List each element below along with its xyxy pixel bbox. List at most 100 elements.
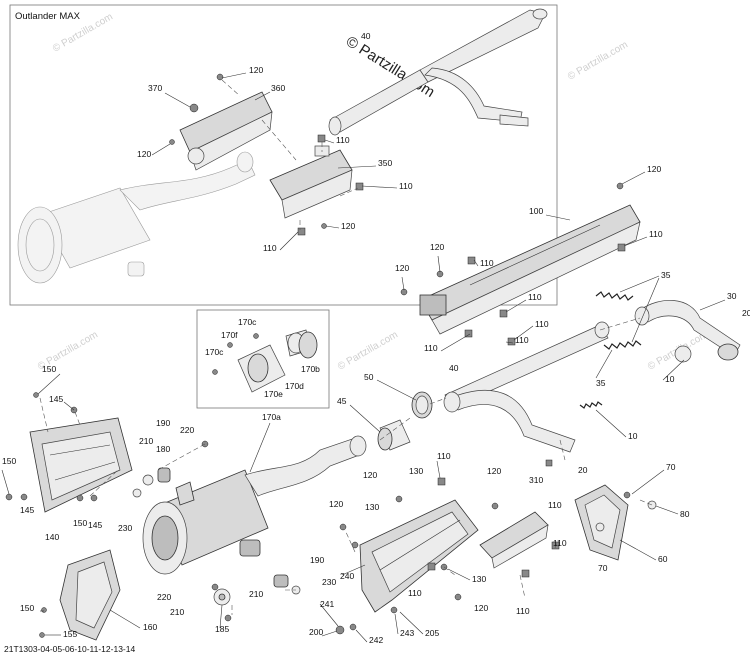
callout-140: 140 xyxy=(45,532,59,542)
callout-150: 150 xyxy=(2,456,16,466)
inset-ghost-muffler xyxy=(17,151,256,284)
callout-120: 120 xyxy=(329,499,343,509)
inset-title: Outlander MAX xyxy=(15,11,81,22)
callout-150: 150 xyxy=(42,364,56,374)
spring-10 xyxy=(579,401,603,409)
callout-210: 210 xyxy=(170,607,184,617)
callout-370: 370 xyxy=(148,83,162,93)
callout-35: 35 xyxy=(596,378,606,388)
bracket-310 xyxy=(479,459,560,578)
inset-dashed-lines xyxy=(221,79,359,230)
callout-180: 180 xyxy=(156,444,170,454)
inset-heat-shield-350 xyxy=(269,145,353,219)
callout-120: 120 xyxy=(249,65,263,75)
callout-220: 220 xyxy=(180,425,194,435)
callout-360: 360 xyxy=(271,83,285,93)
heat-shield-60 xyxy=(574,484,657,561)
diagram-code: 21T1303-04-05-06-10-11-12-13-14 xyxy=(4,644,135,654)
callout-170c: 170c xyxy=(238,317,257,327)
callout-120: 120 xyxy=(474,603,488,613)
callout-170a: 170a xyxy=(262,412,281,422)
callout-120: 120 xyxy=(137,149,151,159)
callout-230: 230 xyxy=(322,577,336,587)
callout-150: 150 xyxy=(20,603,34,613)
detail-170-parts xyxy=(212,329,318,393)
inset-frame-outlander-max xyxy=(9,4,558,306)
gasket-45 xyxy=(377,419,411,451)
inset-heat-shield-360 xyxy=(179,91,273,171)
callout-110: 110 xyxy=(263,243,277,253)
detail-frame-170 xyxy=(196,309,330,409)
callout-80: 80 xyxy=(680,509,690,519)
callout-10: 10 xyxy=(628,431,638,441)
callout-185: 185 xyxy=(215,624,229,634)
callout-243: 243 xyxy=(400,628,414,638)
callout-110: 110 xyxy=(528,292,542,302)
callout-230: 230 xyxy=(118,523,132,533)
callout-242: 242 xyxy=(369,635,383,645)
callout-241: 241 xyxy=(320,599,334,609)
heat-shield-240 xyxy=(359,499,479,613)
watermark-2: © Partzilla.com xyxy=(566,39,630,82)
callout-70: 70 xyxy=(598,563,608,573)
clamp-50 xyxy=(411,391,433,419)
callout-145: 145 xyxy=(20,505,34,515)
callout-60: 60 xyxy=(658,554,668,564)
callout-110: 110 xyxy=(535,319,549,329)
callout-130: 130 xyxy=(472,574,486,584)
callout-170d: 170d xyxy=(285,381,304,391)
mid-pipe-40 xyxy=(443,321,610,453)
heat-shield-240-fasteners xyxy=(335,477,462,635)
callout-220: 220 xyxy=(157,592,171,602)
callout-30: 30 xyxy=(727,291,737,301)
watermark-4: © Partzilla.com xyxy=(336,329,400,372)
leader-lines xyxy=(1,72,726,643)
callout-160: 160 xyxy=(143,622,157,632)
callout-350: 350 xyxy=(378,158,392,168)
callout-205: 205 xyxy=(425,628,439,638)
callout-110: 110 xyxy=(408,588,422,598)
callout-labels: 120 370 360 40 110 120 350 110 120 110 120 100 110 12… xyxy=(2,31,750,645)
callout-170b: 170b xyxy=(301,364,320,374)
callout-120: 120 xyxy=(341,221,355,231)
callout-110: 110 xyxy=(515,335,529,345)
inset-header-pipe xyxy=(328,8,548,136)
callout-110: 110 xyxy=(399,181,413,191)
callout-100: 100 xyxy=(529,206,543,216)
callout-120: 120 xyxy=(395,263,409,273)
callout-310: 310 xyxy=(529,475,543,485)
heat-shield-100-fasteners xyxy=(400,182,626,346)
callout-110: 110 xyxy=(553,538,567,548)
callout-50: 50 xyxy=(364,372,374,382)
callout-120: 120 xyxy=(430,242,444,252)
callout-210: 210 xyxy=(249,589,263,599)
callout-190: 190 xyxy=(156,418,170,428)
main-dashed-lines xyxy=(39,317,653,615)
heat-shield-140-fasteners xyxy=(5,392,98,502)
callout-45: 45 xyxy=(337,396,347,406)
muffler-170a xyxy=(142,435,367,575)
callout-170e: 170e xyxy=(264,389,283,399)
inset-fasteners xyxy=(169,73,364,236)
callout-20: 20 xyxy=(742,308,750,318)
callout-120: 120 xyxy=(487,466,501,476)
callout-10: 10 xyxy=(665,374,675,384)
callout-110: 110 xyxy=(548,500,562,510)
springs-35 xyxy=(595,291,642,350)
heat-shield-160 xyxy=(39,549,121,641)
callout-110: 110 xyxy=(649,229,663,239)
callout-20: 20 xyxy=(578,465,588,475)
callout-200: 200 xyxy=(309,627,323,637)
callout-155: 155 xyxy=(63,629,77,639)
muffler-hardware xyxy=(132,440,301,622)
callout-40: 40 xyxy=(449,363,459,373)
callout-110: 110 xyxy=(480,258,494,268)
callout-120: 120 xyxy=(363,470,377,480)
callout-130: 130 xyxy=(409,466,423,476)
callout-145: 145 xyxy=(49,394,63,404)
callout-130: 130 xyxy=(365,502,379,512)
heat-shield-140 xyxy=(29,417,133,513)
callout-35: 35 xyxy=(661,270,671,280)
callout-110: 110 xyxy=(424,343,438,353)
